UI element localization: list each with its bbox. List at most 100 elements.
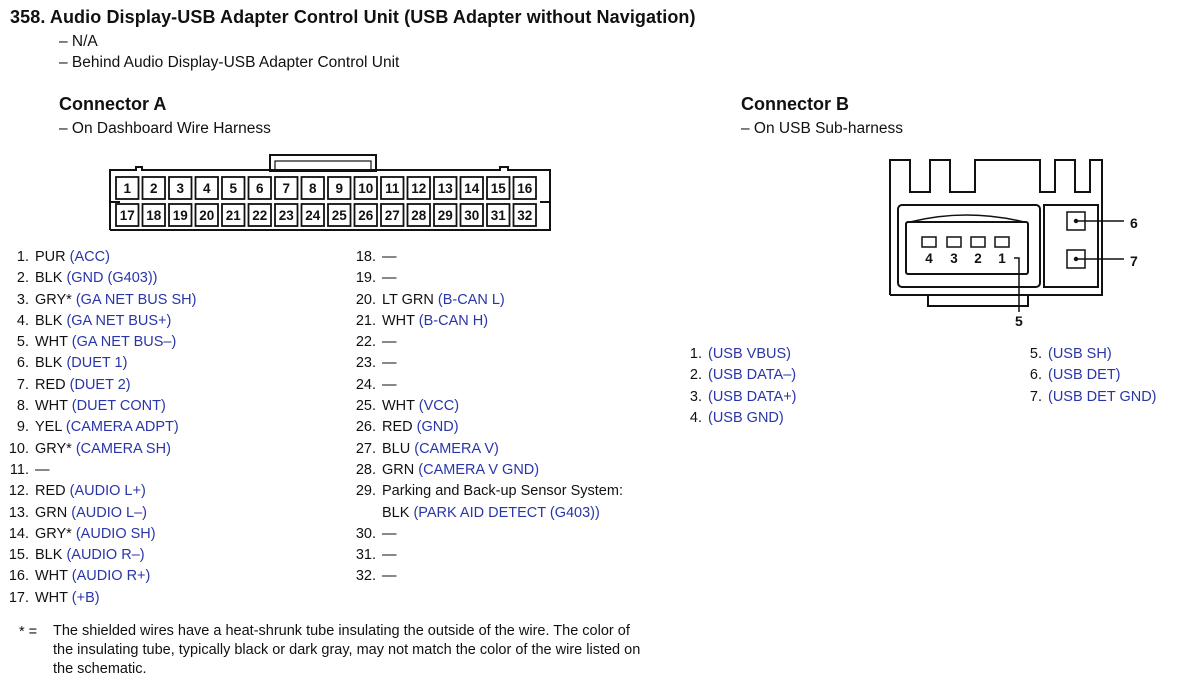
pin-row: 16.WHT (AUDIO R+) <box>0 566 196 587</box>
pin-signal: (VCC) <box>418 398 460 415</box>
pin-signal: (CAMERA SH) <box>75 440 171 457</box>
pin-row: 24.— <box>336 375 623 396</box>
pin-cavity <box>433 176 458 200</box>
pin-wire-color: BLK <box>35 355 63 372</box>
pin-cavity <box>168 203 193 227</box>
pin-signal: (GND (G403)) <box>66 270 158 287</box>
pin-cavity <box>512 203 537 227</box>
pin-number: 27. <box>355 440 376 457</box>
pin-wire-color: GRY* <box>35 291 72 308</box>
pin-wire-color: WHT <box>382 312 415 329</box>
pin-number-label: 21 <box>226 208 242 223</box>
pin-wire-color: BLK <box>35 312 63 329</box>
pin-wire-color: WHT <box>382 398 415 415</box>
pin-row: 7. (USB DET GND) <box>1028 387 1157 408</box>
pin-number: 28. <box>355 461 376 478</box>
pin-row: 1.(USB VBUS) <box>688 344 797 365</box>
pin-number-label: 24 <box>305 208 321 223</box>
pin-row: 12.RED (AUDIO L+) <box>0 481 196 502</box>
pin-row: 2.BLK (GND (G403)) <box>0 268 196 289</box>
pin-cavity <box>221 176 246 200</box>
pin-number-label: 27 <box>385 208 400 223</box>
pin-number <box>336 503 376 524</box>
pin-number: 30. <box>355 525 376 542</box>
pin-wire-color: Parking and Back-up Sensor System: <box>382 483 623 500</box>
pin-signal: (GND) <box>416 419 459 436</box>
page-title: 358. Audio Display-USB Adapter Control U… <box>10 7 696 27</box>
connector-b-callout-6: 6 <box>1130 215 1138 231</box>
pin-number-label: 12 <box>411 181 426 196</box>
pin-signal: (CAMERA V) <box>414 440 499 457</box>
pin-number-label: 13 <box>438 181 454 196</box>
pin-number-label: 16 <box>517 181 533 196</box>
pin-wire-color: BLK <box>35 270 63 287</box>
pin-number-label: 30 <box>464 208 479 223</box>
pin-signal: (AUDIO L–) <box>71 504 148 521</box>
pin-row: 11.— <box>0 460 196 481</box>
subtitle-location: – Behind Audio Display-USB Adapter Contr… <box>59 54 400 71</box>
pin-row: 8.WHT (DUET CONT) <box>0 396 196 417</box>
pin-row: 5.(USB SH) <box>1028 344 1157 365</box>
pin-wire-color: — <box>382 355 397 372</box>
pin-signal: (USB DATA+) <box>708 388 797 405</box>
pin-number-label: 11 <box>385 181 400 196</box>
pin-number-label: 8 <box>309 181 317 196</box>
pin-row: 6.(USB DET) <box>1028 365 1157 386</box>
footnote-marker: * = <box>19 624 38 640</box>
pin-cavity <box>486 203 511 227</box>
connector-b-pin-list-1: 1.(USB VBUS)2.(USB DATA–) 3. (USB DATA+) 4.… <box>688 344 797 429</box>
pin-cavity <box>327 176 352 200</box>
connector-b-pin-list-2: 5.(USB SH)6.(USB DET) 7. (USB DET GND) <box>1028 344 1157 408</box>
pin-number: 24. <box>355 376 376 393</box>
pin-number-label: 18 <box>146 208 162 223</box>
pin-signal: (AUDIO SH) <box>75 525 156 542</box>
pin-cavity <box>380 203 405 227</box>
pin-number: 4. <box>689 409 702 426</box>
pin-row: 3. (USB DATA+) <box>688 387 797 408</box>
pin-row: 4.(USB GND) <box>688 408 797 429</box>
connector-b-diagram: 4 3 2 1 6 7 5 <box>889 159 1138 329</box>
pin-wire-color: WHT <box>35 589 68 606</box>
pin-number: 21. <box>355 312 376 329</box>
pin-cavity <box>247 176 272 200</box>
pin-number: 4. <box>16 312 29 329</box>
pin-number-label: 2 <box>150 181 158 196</box>
pin-number-label: 28 <box>411 208 427 223</box>
pin-number: 19. <box>355 270 376 287</box>
pin-row: 2.(USB DATA–) <box>688 365 797 386</box>
connector-b-callout-7: 7 <box>1130 253 1138 269</box>
connector-a-pin-list-2: 18.—19.—20.LT GRN (B-CAN L)21.WHT (B-CAN… <box>336 247 623 588</box>
pin-number: 2. <box>689 367 702 384</box>
pin-wire-color: RED <box>35 376 66 393</box>
pin-number: 31. <box>355 547 376 564</box>
pin-signal: (USB DET GND) <box>1048 388 1157 405</box>
pin-number: 15. <box>8 547 29 564</box>
pin-wire-color: GRN <box>35 504 68 521</box>
pin-number-label: 14 <box>464 181 480 196</box>
pin-wire-color: WHT <box>35 568 68 585</box>
pin-row: 22.— <box>336 332 623 353</box>
connector-b-inner-pin-4: 4 <box>925 251 933 266</box>
pin-row: 27. BLU (CAMERA V) <box>336 439 623 460</box>
pin-number-label: 26 <box>358 208 374 223</box>
pin-row: 17.WHT (+B) <box>0 588 196 609</box>
pin-row: 18.— <box>336 247 623 268</box>
pin-signal: (DUET 1) <box>66 355 128 372</box>
pin-wire-color: BLU <box>382 440 411 457</box>
pin-number-label: 23 <box>279 208 295 223</box>
pin-number: 25. <box>355 398 376 415</box>
pin-wire-color: — <box>35 461 50 478</box>
pin-number: 1. <box>689 346 702 362</box>
pin-wire-color: — <box>382 249 397 265</box>
pin-wire-color: YEL <box>35 419 62 436</box>
pin-row: 10.GRY* (CAMERA SH) <box>0 439 196 460</box>
pin-number: 7. <box>1029 388 1042 405</box>
pin-cavity <box>459 176 484 200</box>
pin-wire-color: GRY* <box>35 440 72 457</box>
pin-number: 3. <box>689 388 702 405</box>
pin-cavity <box>274 176 299 200</box>
connector-b-inner-pin-1: 1 <box>998 251 1006 266</box>
pin-cavity <box>194 176 219 200</box>
pin-number-label: 22 <box>252 208 267 223</box>
